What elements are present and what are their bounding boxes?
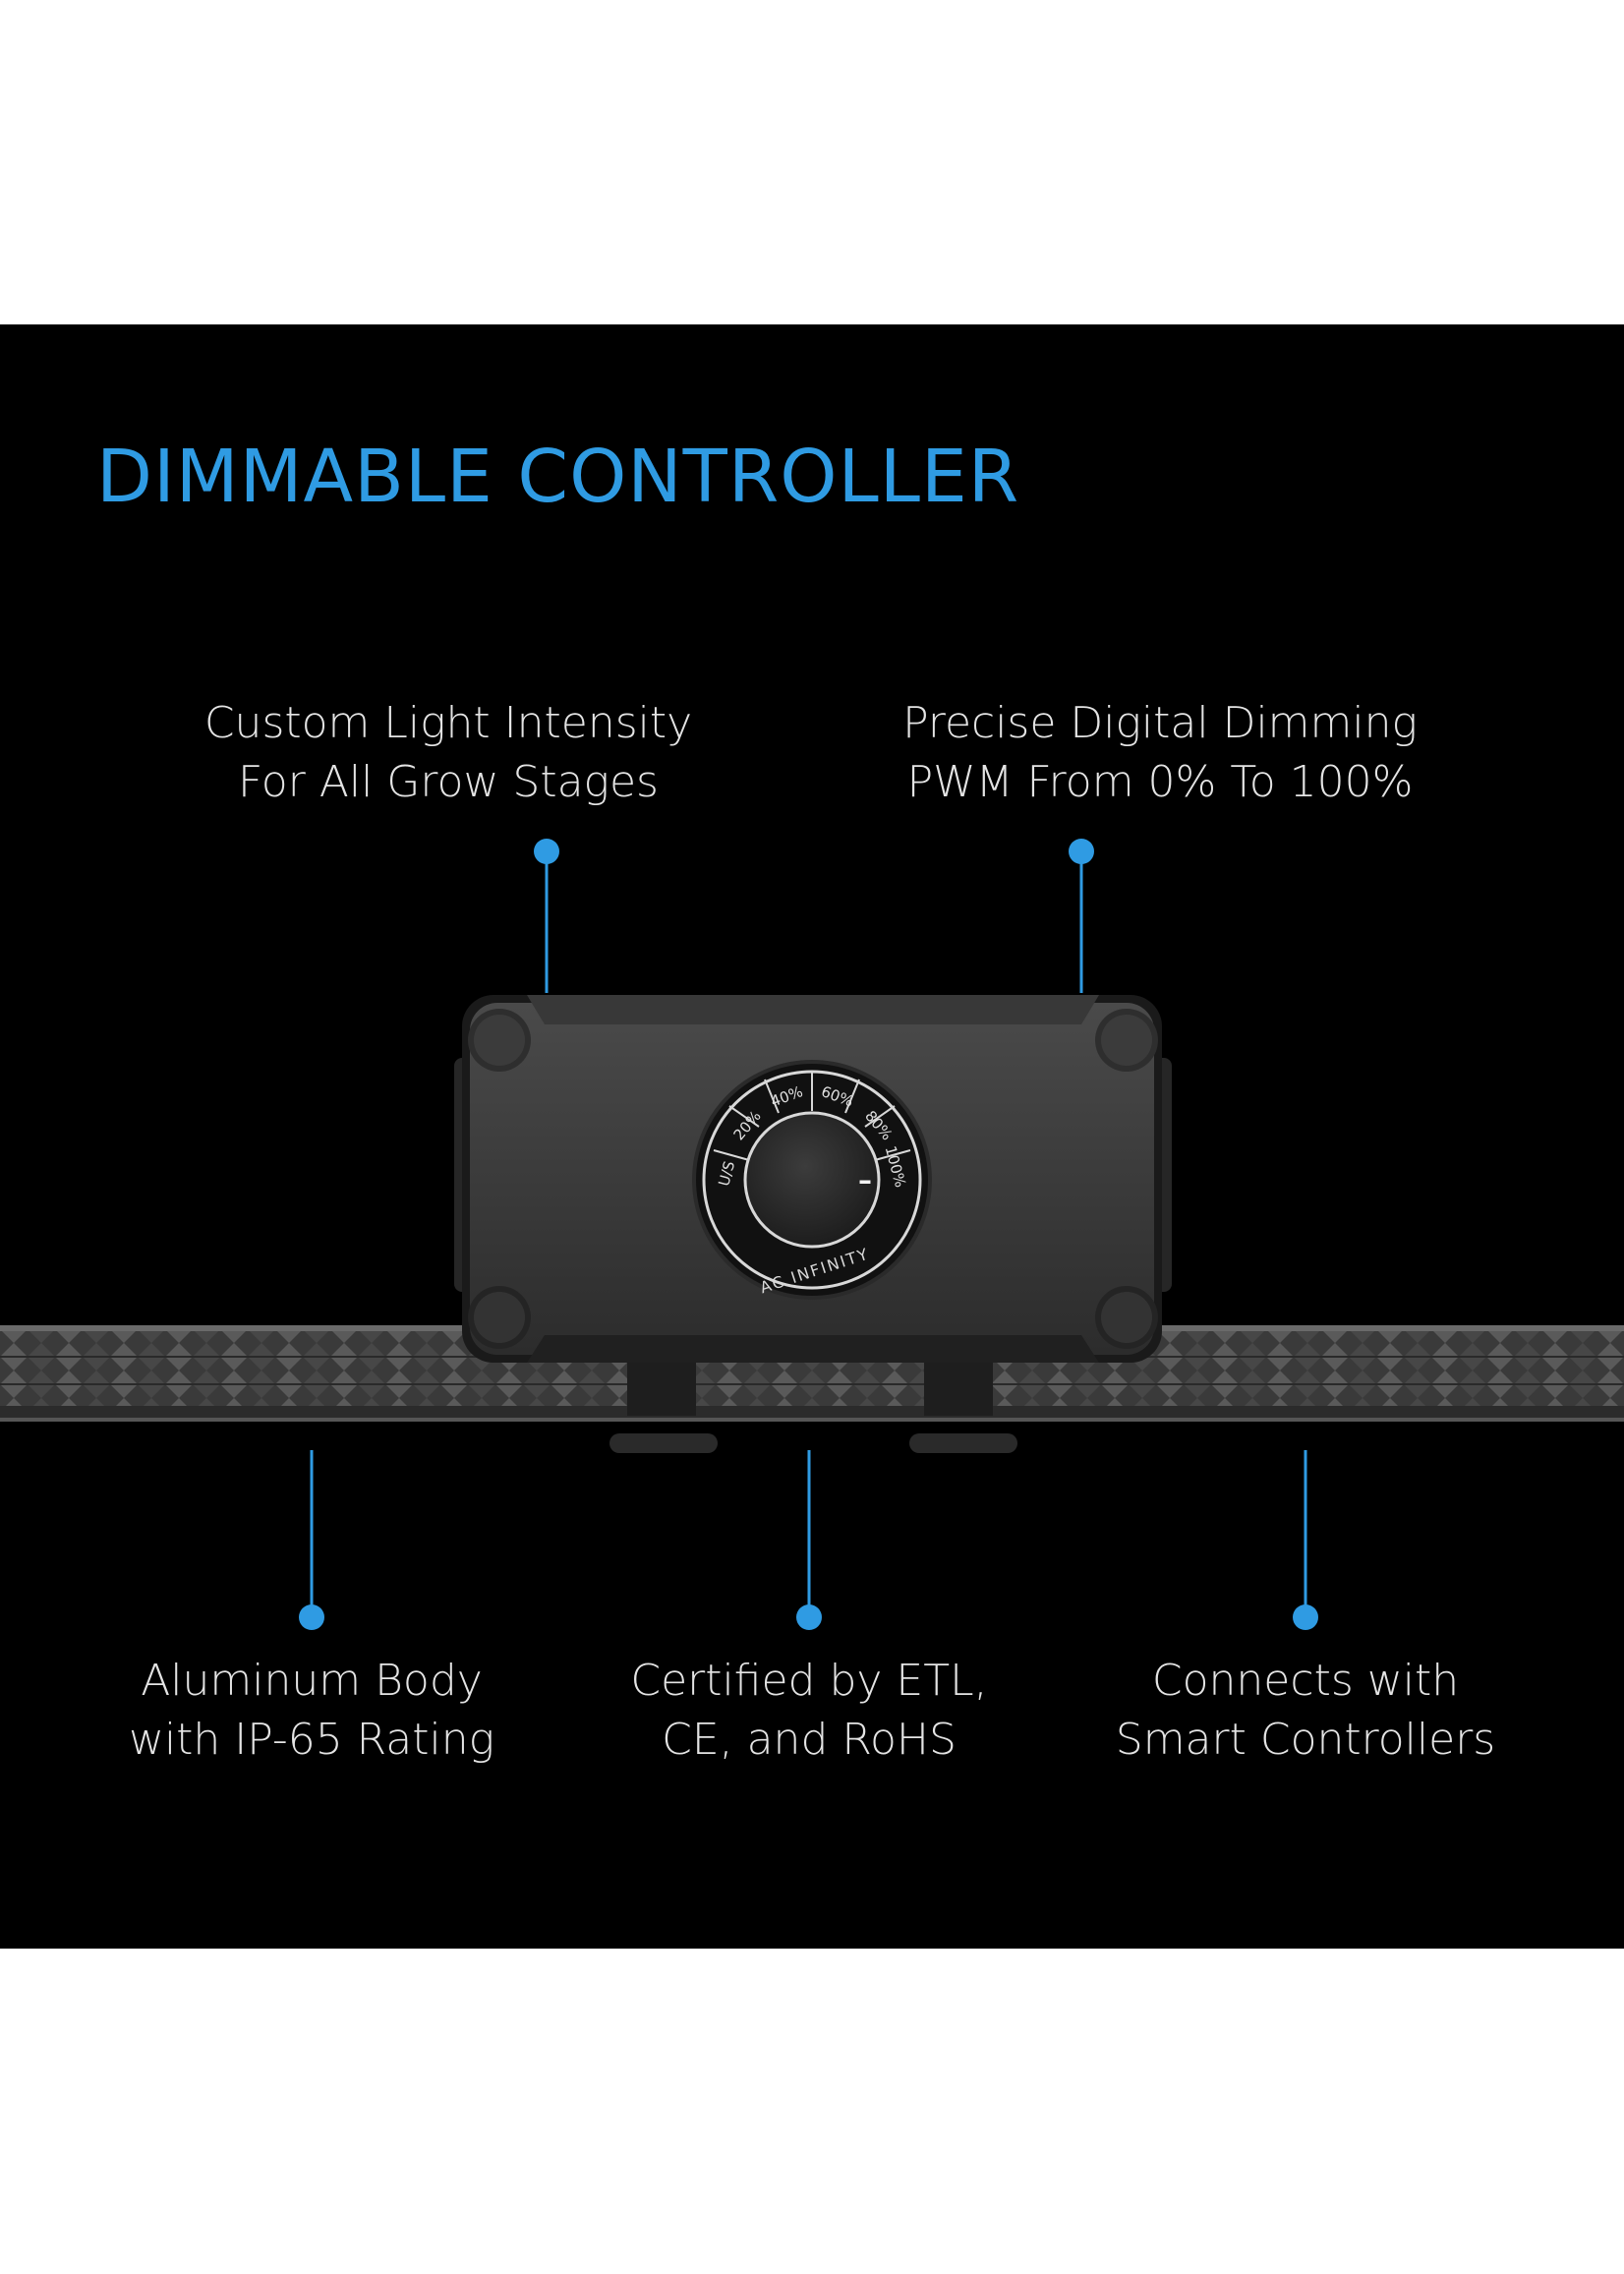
feature-custom-intensity: Custom Light Intensity For All Grow Stag… [153, 694, 743, 812]
feature-line: Precise Digital Dimming [902, 698, 1418, 748]
page-title: DIMMABLE CONTROLLER [96, 435, 1020, 519]
callout-connectors [299, 839, 1318, 1630]
feature-certifications: Certified by ETL, CE, and RoHS [563, 1652, 1055, 1770]
feature-line: Connects with [1151, 1656, 1460, 1706]
dimmer-controller-illustration: U/S 20% 40% 60% 80% 100% – AC INFINITY [0, 839, 1624, 1630]
feature-line: Custom Light Intensity [203, 698, 693, 748]
feature-digital-dimming: Precise Digital Dimming PWM From 0% To 1… [865, 694, 1455, 812]
feature-line: CE, and RoHS [662, 1715, 957, 1765]
feature-line: Smart Controllers [1115, 1715, 1496, 1765]
dial-level-mark: – [858, 1164, 872, 1196]
feature-line: For All Grow Stages [238, 757, 659, 807]
feature-smart-controllers: Connects with Smart Controllers [1060, 1652, 1551, 1770]
feature-line: with IP-65 Rating [128, 1715, 495, 1765]
dimmer-dial[interactable]: U/S 20% 40% 60% 80% 100% – AC INFINITY [692, 1060, 932, 1300]
feature-line: Aluminum Body [141, 1656, 483, 1706]
feature-line: Certified by ETL, [630, 1656, 988, 1706]
feature-panel: U/S 20% 40% 60% 80% 100% – AC INFINITY D… [0, 324, 1624, 1949]
feature-aluminum-body: Aluminum Body with IP-65 Rating [66, 1652, 557, 1770]
feature-line: PWM From 0% To 100% [906, 757, 1414, 807]
